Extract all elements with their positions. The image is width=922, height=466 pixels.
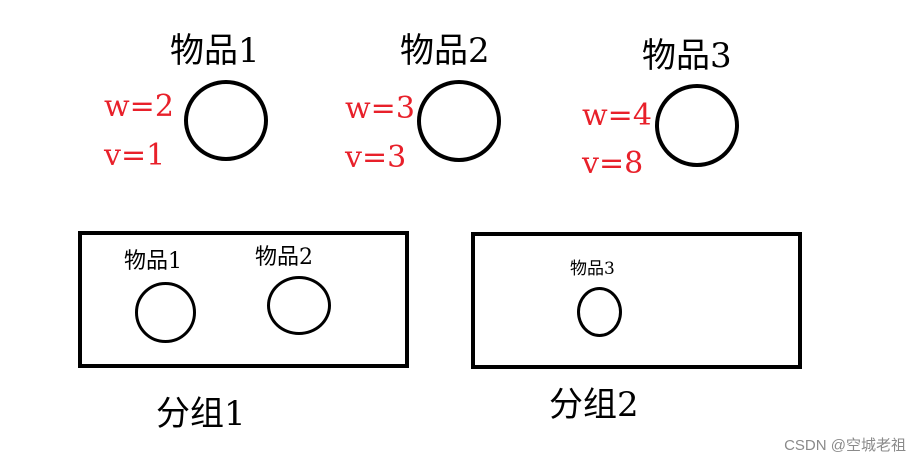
item-1-weight: w=2 bbox=[104, 89, 174, 124]
item-1-value: v=1 bbox=[104, 138, 166, 173]
group-1-item-2-circle bbox=[267, 276, 331, 335]
group-2-item-1-circle bbox=[577, 287, 622, 337]
item-3-title: 物品3 bbox=[642, 36, 732, 76]
group-2-item-1-label: 物品3 bbox=[570, 259, 615, 279]
item-3-value: v=8 bbox=[582, 146, 644, 181]
item-1-title: 物品1 bbox=[170, 31, 260, 71]
group-1-item-1-circle bbox=[135, 282, 196, 343]
item-1-circle bbox=[184, 80, 268, 161]
item-2-value: v=3 bbox=[345, 140, 407, 175]
csdn-watermark: CSDN @空城老祖 bbox=[784, 437, 906, 454]
group-1-label: 分组1 bbox=[156, 394, 246, 434]
item-2-title: 物品2 bbox=[400, 31, 490, 71]
item-3-weight: w=4 bbox=[582, 98, 652, 133]
item-3-circle bbox=[655, 84, 739, 167]
item-2-circle bbox=[417, 80, 501, 162]
group-1-item-2-label: 物品2 bbox=[255, 245, 313, 270]
item-2-weight: w=3 bbox=[345, 91, 415, 126]
group-1-item-1-label: 物品1 bbox=[124, 249, 182, 274]
group-2-label: 分组2 bbox=[549, 385, 639, 425]
group-2-box: 物品3 bbox=[471, 232, 802, 369]
group-1-box: 物品1 物品2 bbox=[78, 231, 409, 368]
